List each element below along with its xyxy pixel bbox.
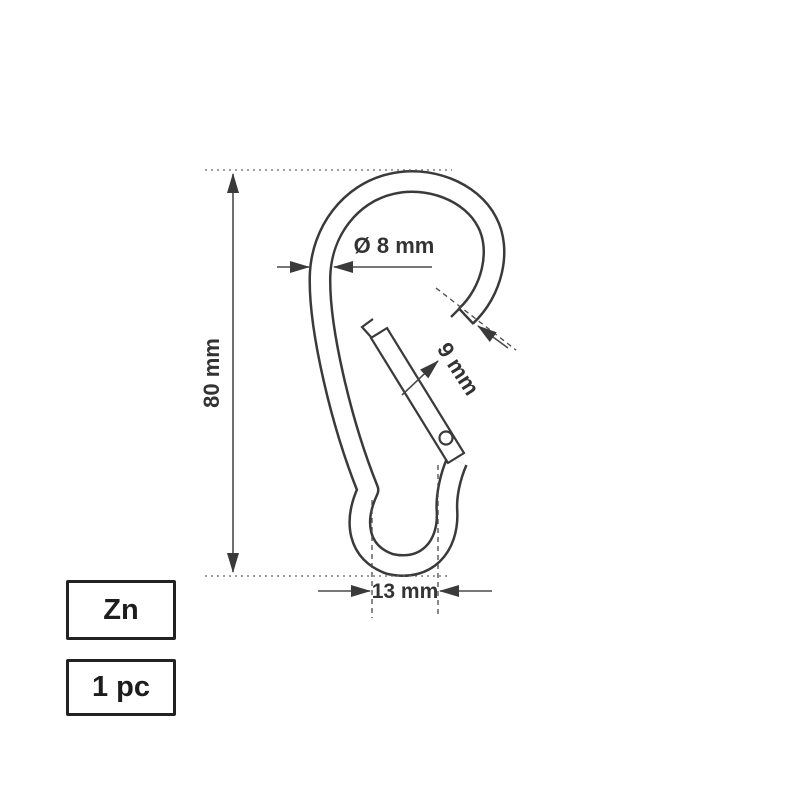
width-dimension: 13 mm — [318, 465, 492, 618]
hook-tip-notch — [450, 308, 460, 318]
gate-rivet — [438, 430, 454, 446]
gate-latch-notch — [360, 318, 374, 338]
opening-arrow-outer — [477, 325, 509, 349]
width-label: 13 mm — [372, 580, 439, 603]
material-badge: Zn — [66, 580, 176, 640]
diameter-dimension: Ø 8 mm — [277, 233, 435, 273]
material-badge-label: Zn — [103, 593, 139, 626]
quantity-badge: 1 pc — [66, 659, 176, 716]
gate-bottom-cap — [446, 451, 466, 465]
opening-arrow-inner — [401, 360, 439, 396]
height-dimension: 80 mm — [199, 169, 452, 577]
quantity-badge-label: 1 pc — [91, 671, 151, 703]
gate-top-cap — [369, 326, 389, 340]
opening-label: 9 mm — [432, 338, 484, 400]
diameter-label: Ø 8 mm — [354, 233, 435, 258]
height-label: 80 mm — [199, 338, 224, 408]
opening-dashed-line — [435, 287, 517, 351]
hook-tip-cap — [457, 307, 475, 325]
